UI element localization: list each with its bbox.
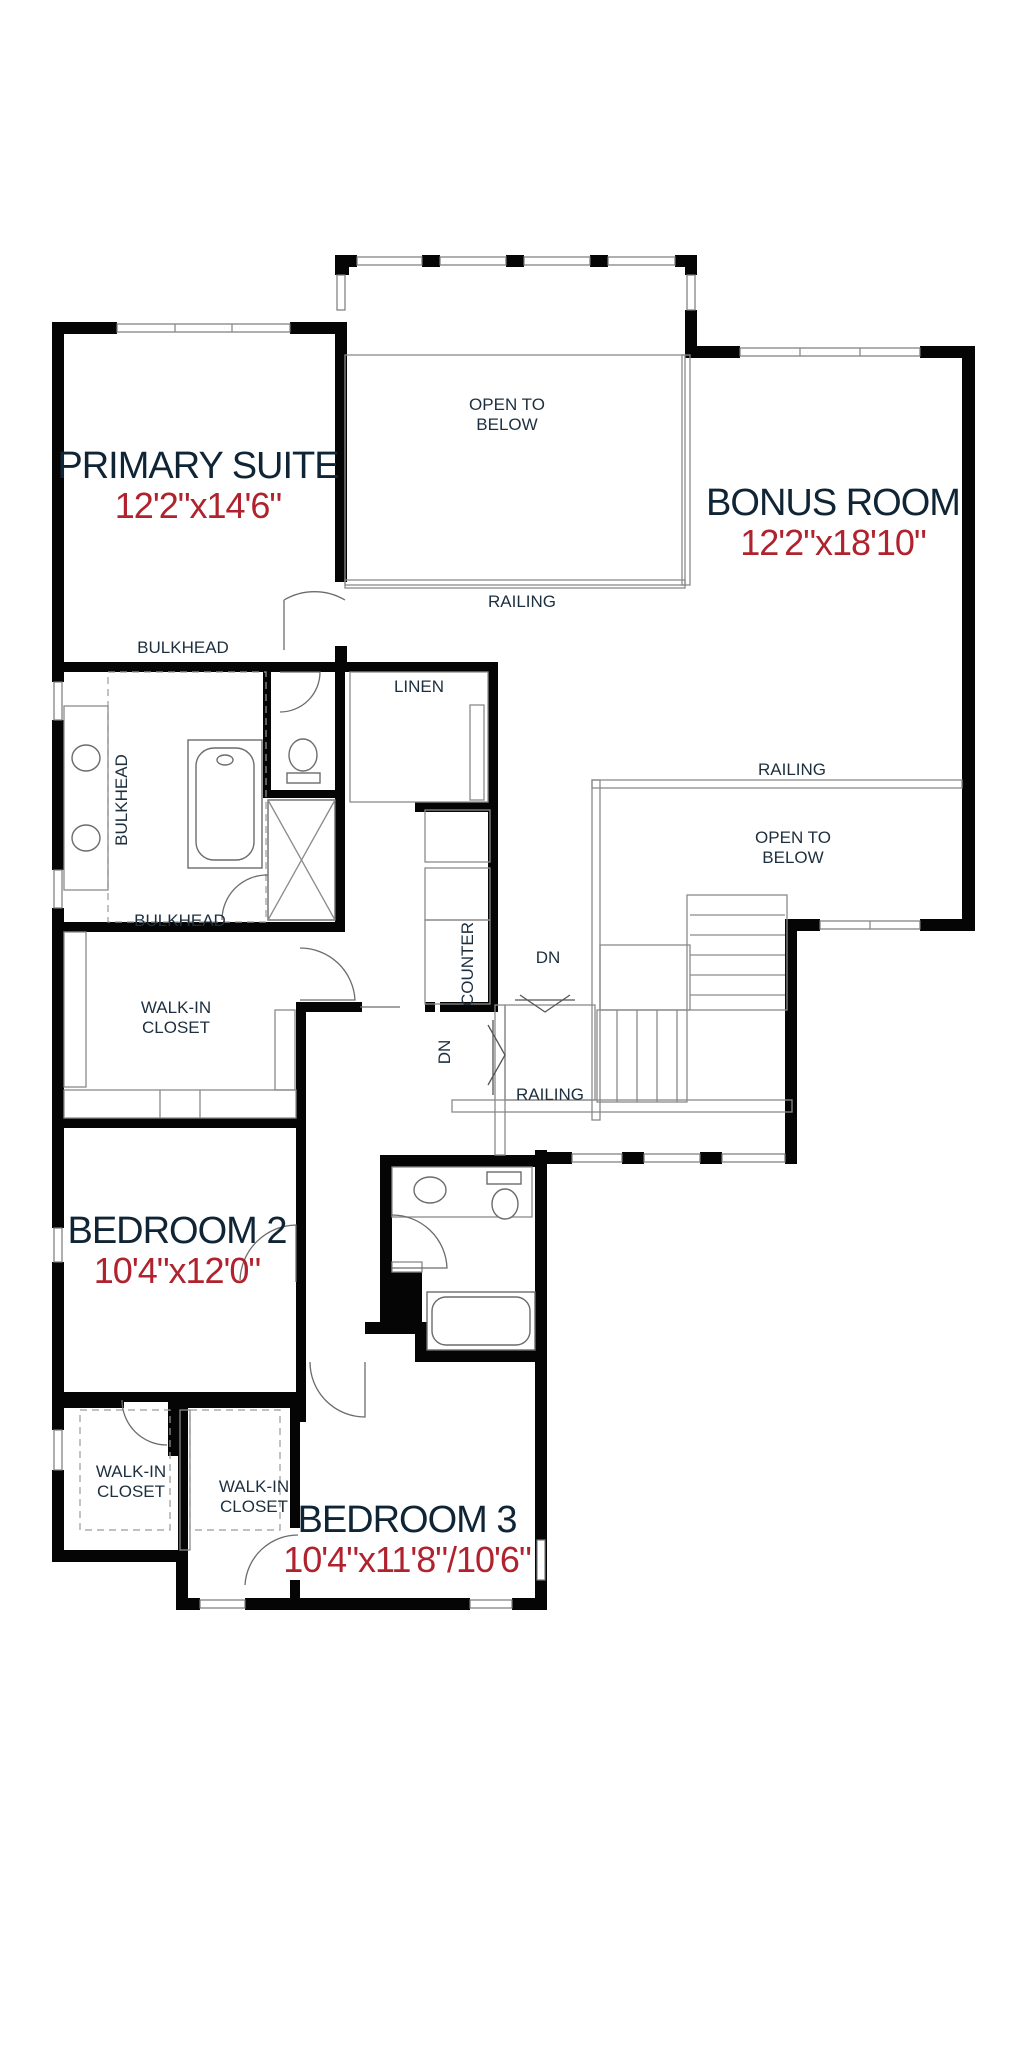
walk-in-closet-label: CLOSET — [142, 1018, 210, 1037]
windows — [53, 256, 921, 1609]
door-primary-suite — [283, 591, 346, 650]
bedroom-3-name: BEDROOM 3 — [297, 1499, 516, 1541]
walk-in-closet-label: CLOSET — [220, 1497, 288, 1516]
toilet-icon — [486, 1171, 522, 1185]
walk-in-closet-label: WALK-IN — [96, 1462, 166, 1481]
staircase — [487, 894, 788, 1103]
linen-label: LINEN — [394, 677, 444, 696]
bedroom-3-dims: 10'4"x11'8"/10'6" — [283, 1539, 531, 1580]
bonus-room-dims: 12'2"x18'10" — [740, 522, 926, 563]
toilet-icon — [288, 738, 318, 772]
walk-in-closet-label: WALK-IN — [141, 998, 211, 1017]
sink-icon — [71, 744, 101, 772]
down-label: DN — [435, 1040, 454, 1065]
walk-in-closet-label: CLOSET — [97, 1482, 165, 1501]
bonus-room-name: BONUS ROOM — [706, 482, 960, 524]
down-label: DN — [536, 948, 561, 967]
railing-label: RAILING — [516, 1085, 584, 1104]
railing-label: RAILING — [758, 760, 826, 779]
bedroom-2-dims: 10'4"x12'0" — [94, 1250, 261, 1291]
railings — [344, 354, 963, 1156]
sink-icon — [71, 824, 101, 852]
bulkhead-label: BULKHEAD — [137, 638, 229, 657]
open-to-below-label: BELOW — [762, 848, 823, 867]
primary-suite-name: PRIMARY SUITE — [57, 445, 338, 487]
walk-in-closet-label: WALK-IN — [219, 1477, 289, 1496]
bulkhead-label: BULKHEAD — [112, 754, 131, 846]
open-to-below-label: OPEN TO — [755, 828, 831, 847]
primary-suite-dims: 12'2"x14'6" — [115, 485, 282, 526]
primary-bath-fixtures — [63, 671, 489, 923]
hall-bath-fixtures — [391, 1166, 536, 1351]
counter-label: COUNTER — [458, 922, 477, 1006]
closets-and-shelving — [63, 809, 491, 1551]
sink-icon — [413, 1176, 447, 1204]
open-to-below-label: BELOW — [476, 415, 537, 434]
exterior-walls — [52, 255, 975, 1610]
railing-label: RAILING — [488, 592, 556, 611]
bulkhead-label: BULKHEAD — [134, 911, 226, 930]
doors — [121, 591, 448, 1586]
open-to-below-label: OPEN TO — [469, 395, 545, 414]
bedroom-2-name: BEDROOM 2 — [67, 1210, 286, 1252]
